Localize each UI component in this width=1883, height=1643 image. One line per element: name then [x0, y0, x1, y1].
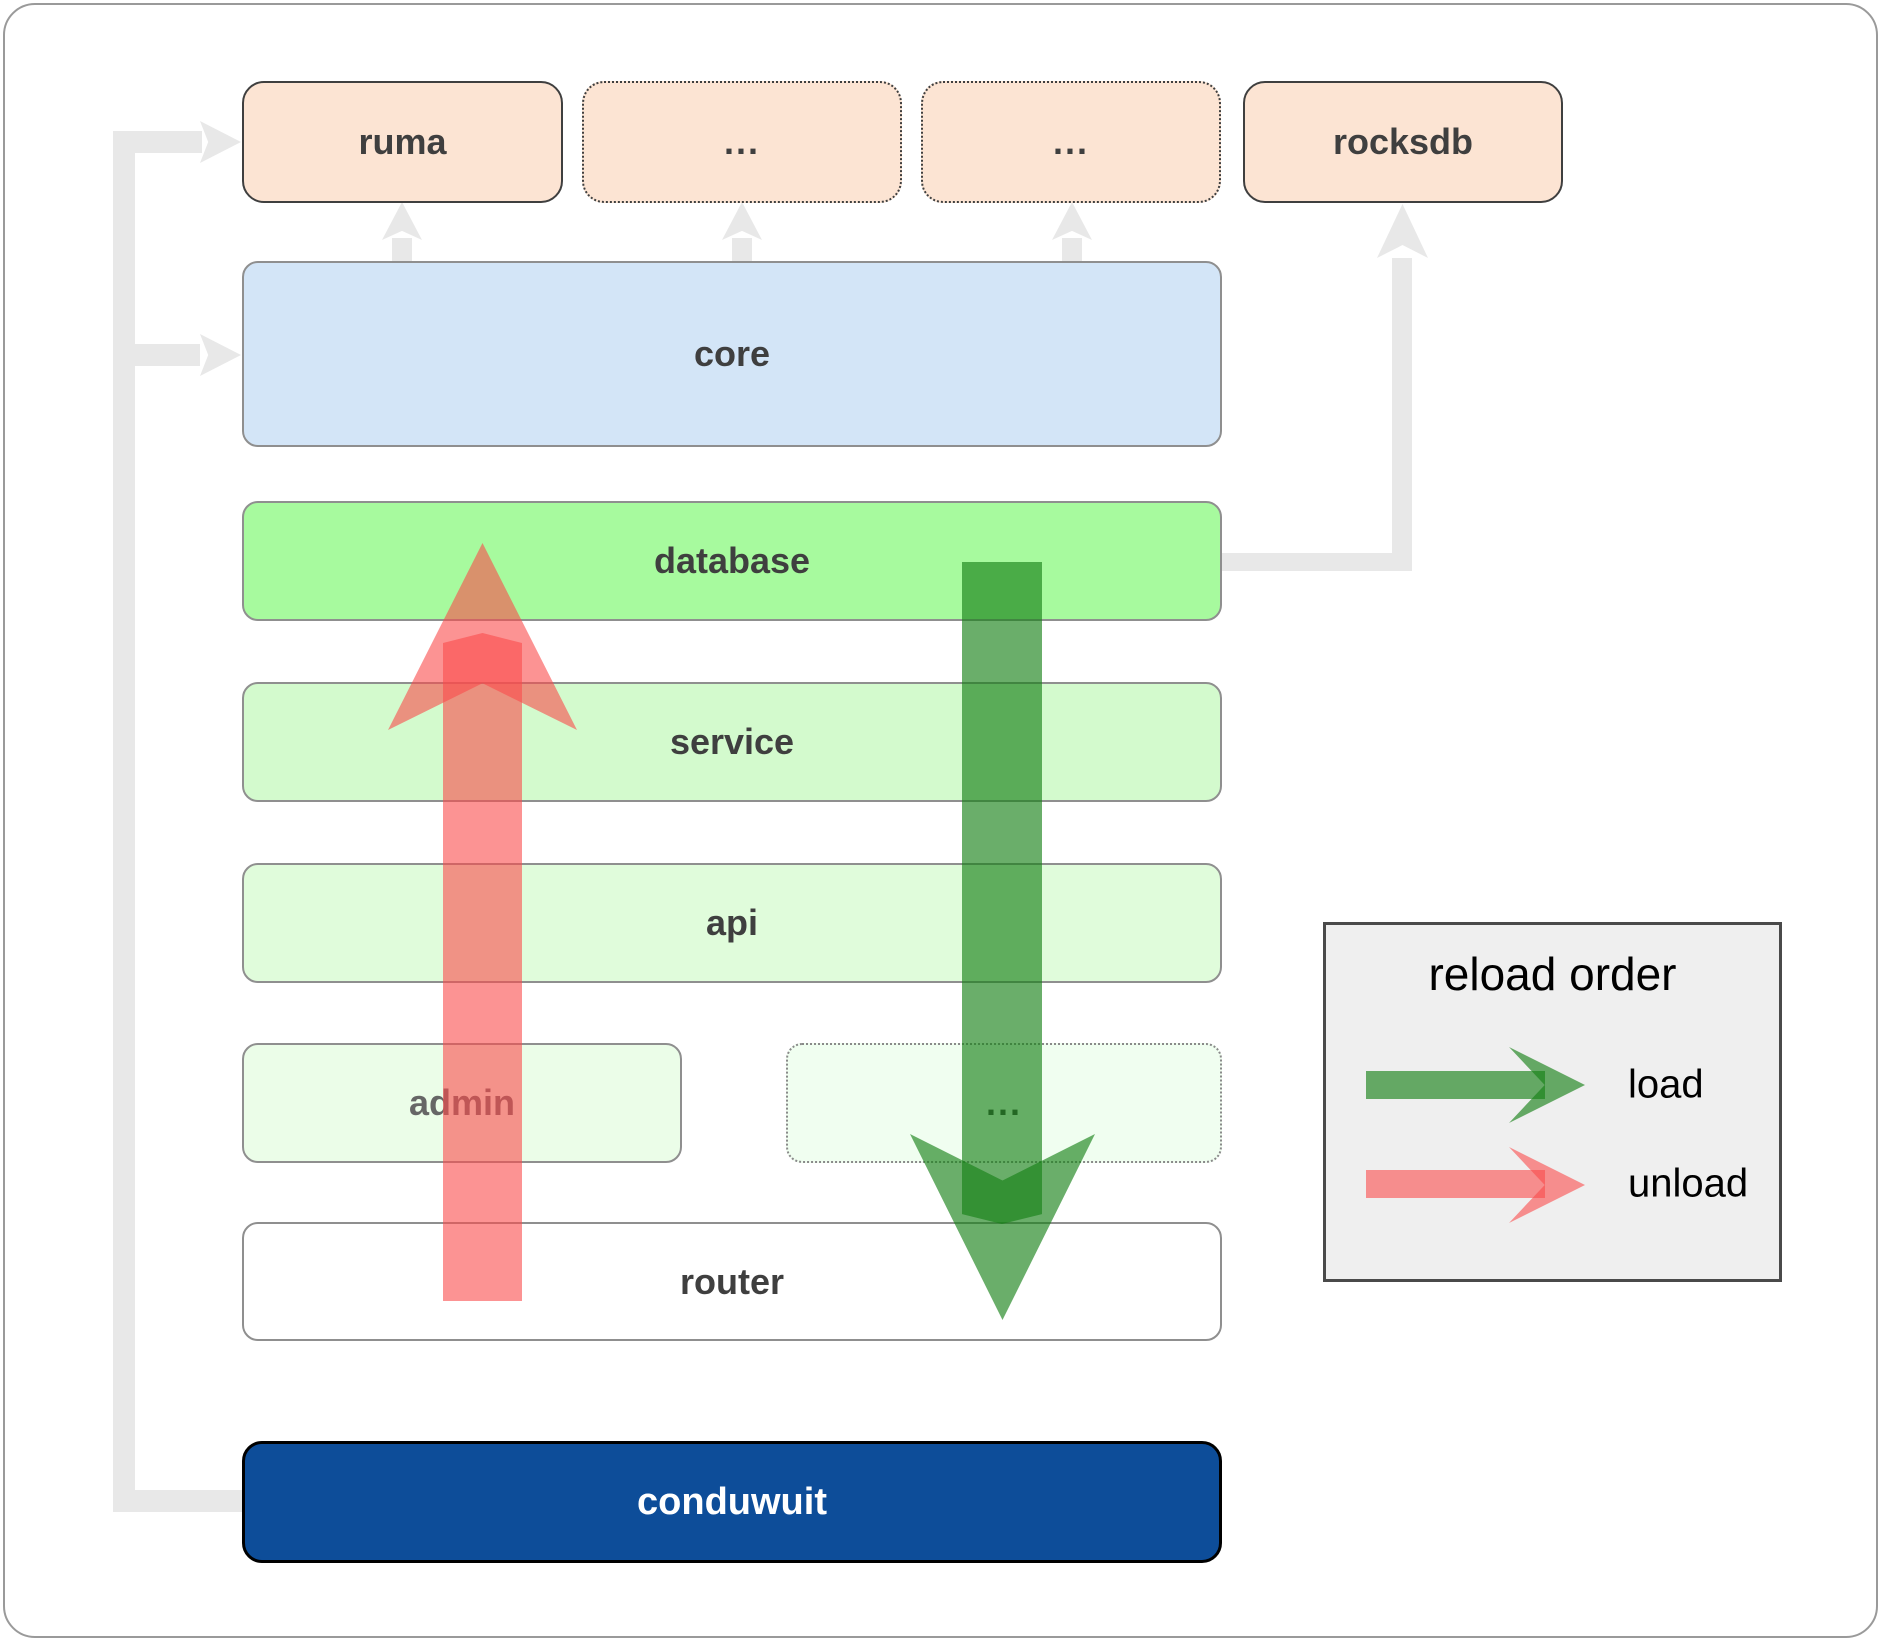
legend-unload-label: unload: [1628, 1161, 1749, 1206]
legend-unload-arrow-shaft: [1366, 1170, 1545, 1198]
box-ruma: ruma: [242, 81, 563, 203]
conduwuit-label: conduwuit: [637, 1480, 827, 1523]
connector-core-ellipsis2-shaft: [1062, 238, 1082, 262]
legend-title: reload order: [1428, 948, 1677, 1000]
connector-branch-core: [113, 344, 200, 366]
legend-load-label: load: [1628, 1062, 1704, 1107]
router-label: router: [679, 1260, 784, 1302]
box-ellipsis-top-1: ...: [582, 81, 902, 203]
rocksdb-label: rocksdb: [1332, 121, 1474, 162]
connector-database-rocksdb-vertical: [1392, 258, 1412, 571]
service-label: service: [669, 721, 795, 762]
box-api: api: [242, 863, 1222, 983]
box-conduwuit: conduwuit: [242, 1441, 1222, 1563]
api-label: api: [705, 902, 758, 943]
box-service: service: [242, 682, 1222, 802]
ellipsis-top-2-label: ...: [1052, 121, 1089, 162]
ellipsis-top-1-label: ...: [723, 121, 760, 162]
connector-database-rocksdb-horizontal: [1222, 553, 1412, 571]
connector-conduwuit-horizontal: [113, 1490, 243, 1512]
box-ellipsis-top-2: ...: [921, 81, 1221, 203]
box-rocksdb: rocksdb: [1243, 81, 1563, 203]
connector-branch-ruma: [113, 131, 202, 153]
ruma-label: ruma: [358, 121, 447, 162]
connector-core-ruma-shaft: [392, 238, 412, 262]
connector-trunk-vertical: [113, 131, 135, 1512]
box-core: core: [242, 261, 1222, 447]
box-database: database: [242, 501, 1222, 621]
box-router: router: [242, 1222, 1222, 1341]
core-label: core: [693, 333, 771, 374]
database-label: database: [653, 540, 811, 581]
legend: reload order load unload: [1323, 922, 1782, 1282]
load-arrow-shaft: [962, 562, 1042, 1224]
legend-load-arrow-shaft: [1366, 1071, 1545, 1099]
connector-core-ellipsis1-shaft: [732, 238, 752, 262]
outer-frame: [3, 3, 1878, 1638]
unload-arrow-shaft: [443, 633, 522, 1301]
